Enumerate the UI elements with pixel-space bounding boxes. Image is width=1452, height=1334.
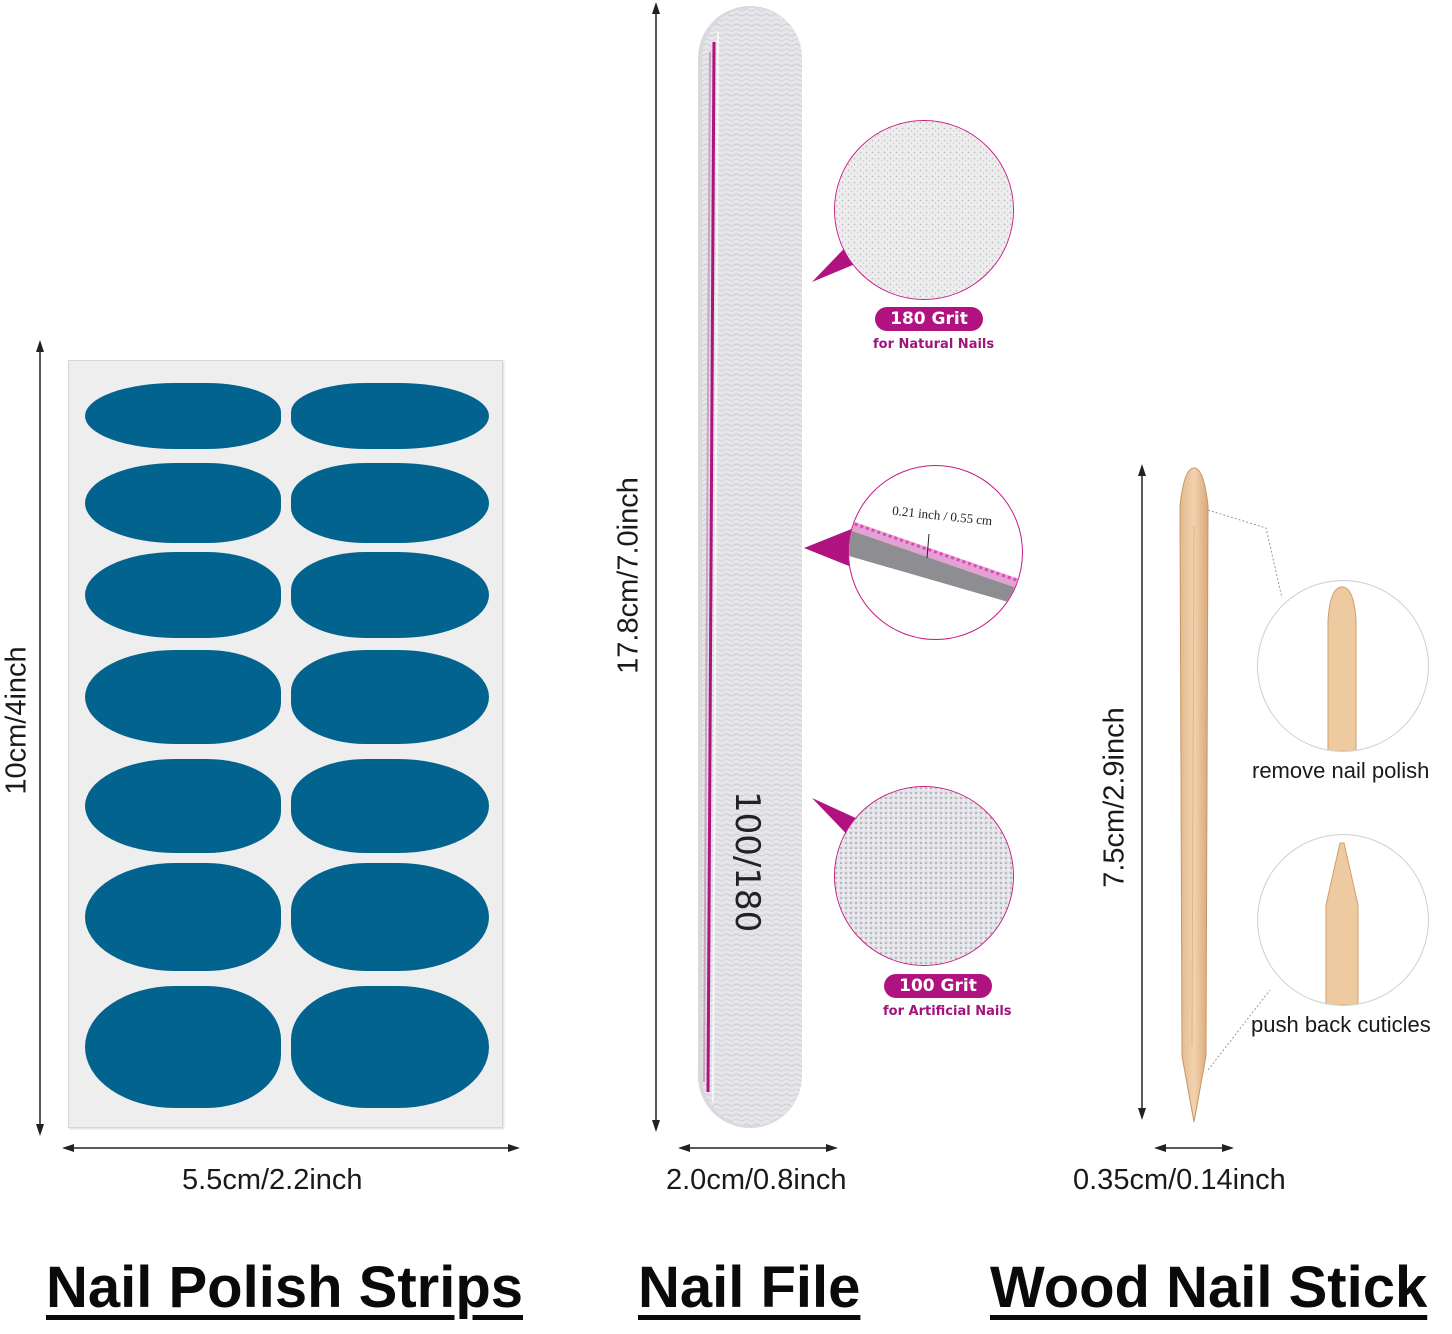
nail-strip xyxy=(291,986,489,1108)
file-title: Nail File xyxy=(638,1255,861,1320)
wood-stick xyxy=(1179,467,1209,1123)
file-width-label: 2.0cm/0.8inch xyxy=(666,1164,847,1196)
stick-length-label: 7.5cm/2.9inch xyxy=(1098,707,1131,888)
nail-strip xyxy=(291,650,489,744)
nail-strip xyxy=(85,650,281,744)
nail-strip xyxy=(291,463,489,543)
grit-180-swatch xyxy=(834,120,1014,300)
strips-height-label: 10cm/4inch xyxy=(0,646,33,795)
callout-push-back-cuticles: push back cuticles xyxy=(1251,1012,1431,1037)
callout-remove-nail-polish: remove nail polish xyxy=(1252,758,1430,783)
stick-tip-round-detail xyxy=(1257,580,1429,752)
stick-length-arrow xyxy=(1138,464,1146,1120)
callout-pointer-middle xyxy=(804,528,854,568)
nail-strip xyxy=(85,383,281,449)
nail-strip xyxy=(85,552,281,638)
nail-strip xyxy=(85,863,281,971)
stick-tip-pointed-detail xyxy=(1257,834,1429,1006)
nail-strip xyxy=(291,759,489,853)
strips-width-label: 5.5cm/2.2inch xyxy=(182,1164,363,1196)
nail-strip xyxy=(291,383,489,449)
stick-title: Wood Nail Stick xyxy=(990,1255,1428,1320)
callout-leader-lines xyxy=(1207,509,1283,1071)
grit-180-subtitle: for Natural Nails xyxy=(873,337,995,352)
strips-sheet xyxy=(68,360,503,1128)
nail-strip xyxy=(85,986,281,1108)
nail-strip xyxy=(85,463,281,543)
stick-width-label: 0.35cm/0.14inch xyxy=(1073,1164,1286,1196)
grit-100-subtitle: for Artificial Nails xyxy=(883,1004,1012,1019)
file-length-arrow xyxy=(652,2,660,1132)
grit-180-badge: 180 Grit xyxy=(875,307,983,331)
nail-strip xyxy=(85,759,281,853)
nail-file xyxy=(698,6,802,1128)
nail-strip xyxy=(291,863,489,971)
strips-title: Nail Polish Strips xyxy=(46,1255,523,1320)
grit-100-swatch xyxy=(834,786,1014,966)
strips-height-arrow xyxy=(36,340,44,1136)
strips-width-arrow xyxy=(62,1144,520,1152)
file-thickness-detail xyxy=(848,465,1023,640)
nail-strip xyxy=(291,552,489,638)
stick-width-arrow xyxy=(1154,1144,1234,1152)
file-width-arrow xyxy=(678,1144,838,1152)
file-length-label: 17.8cm/7.0inch xyxy=(612,477,645,674)
file-printed-text: 100/180 xyxy=(727,791,767,933)
grit-100-badge: 100 Grit xyxy=(884,974,992,998)
